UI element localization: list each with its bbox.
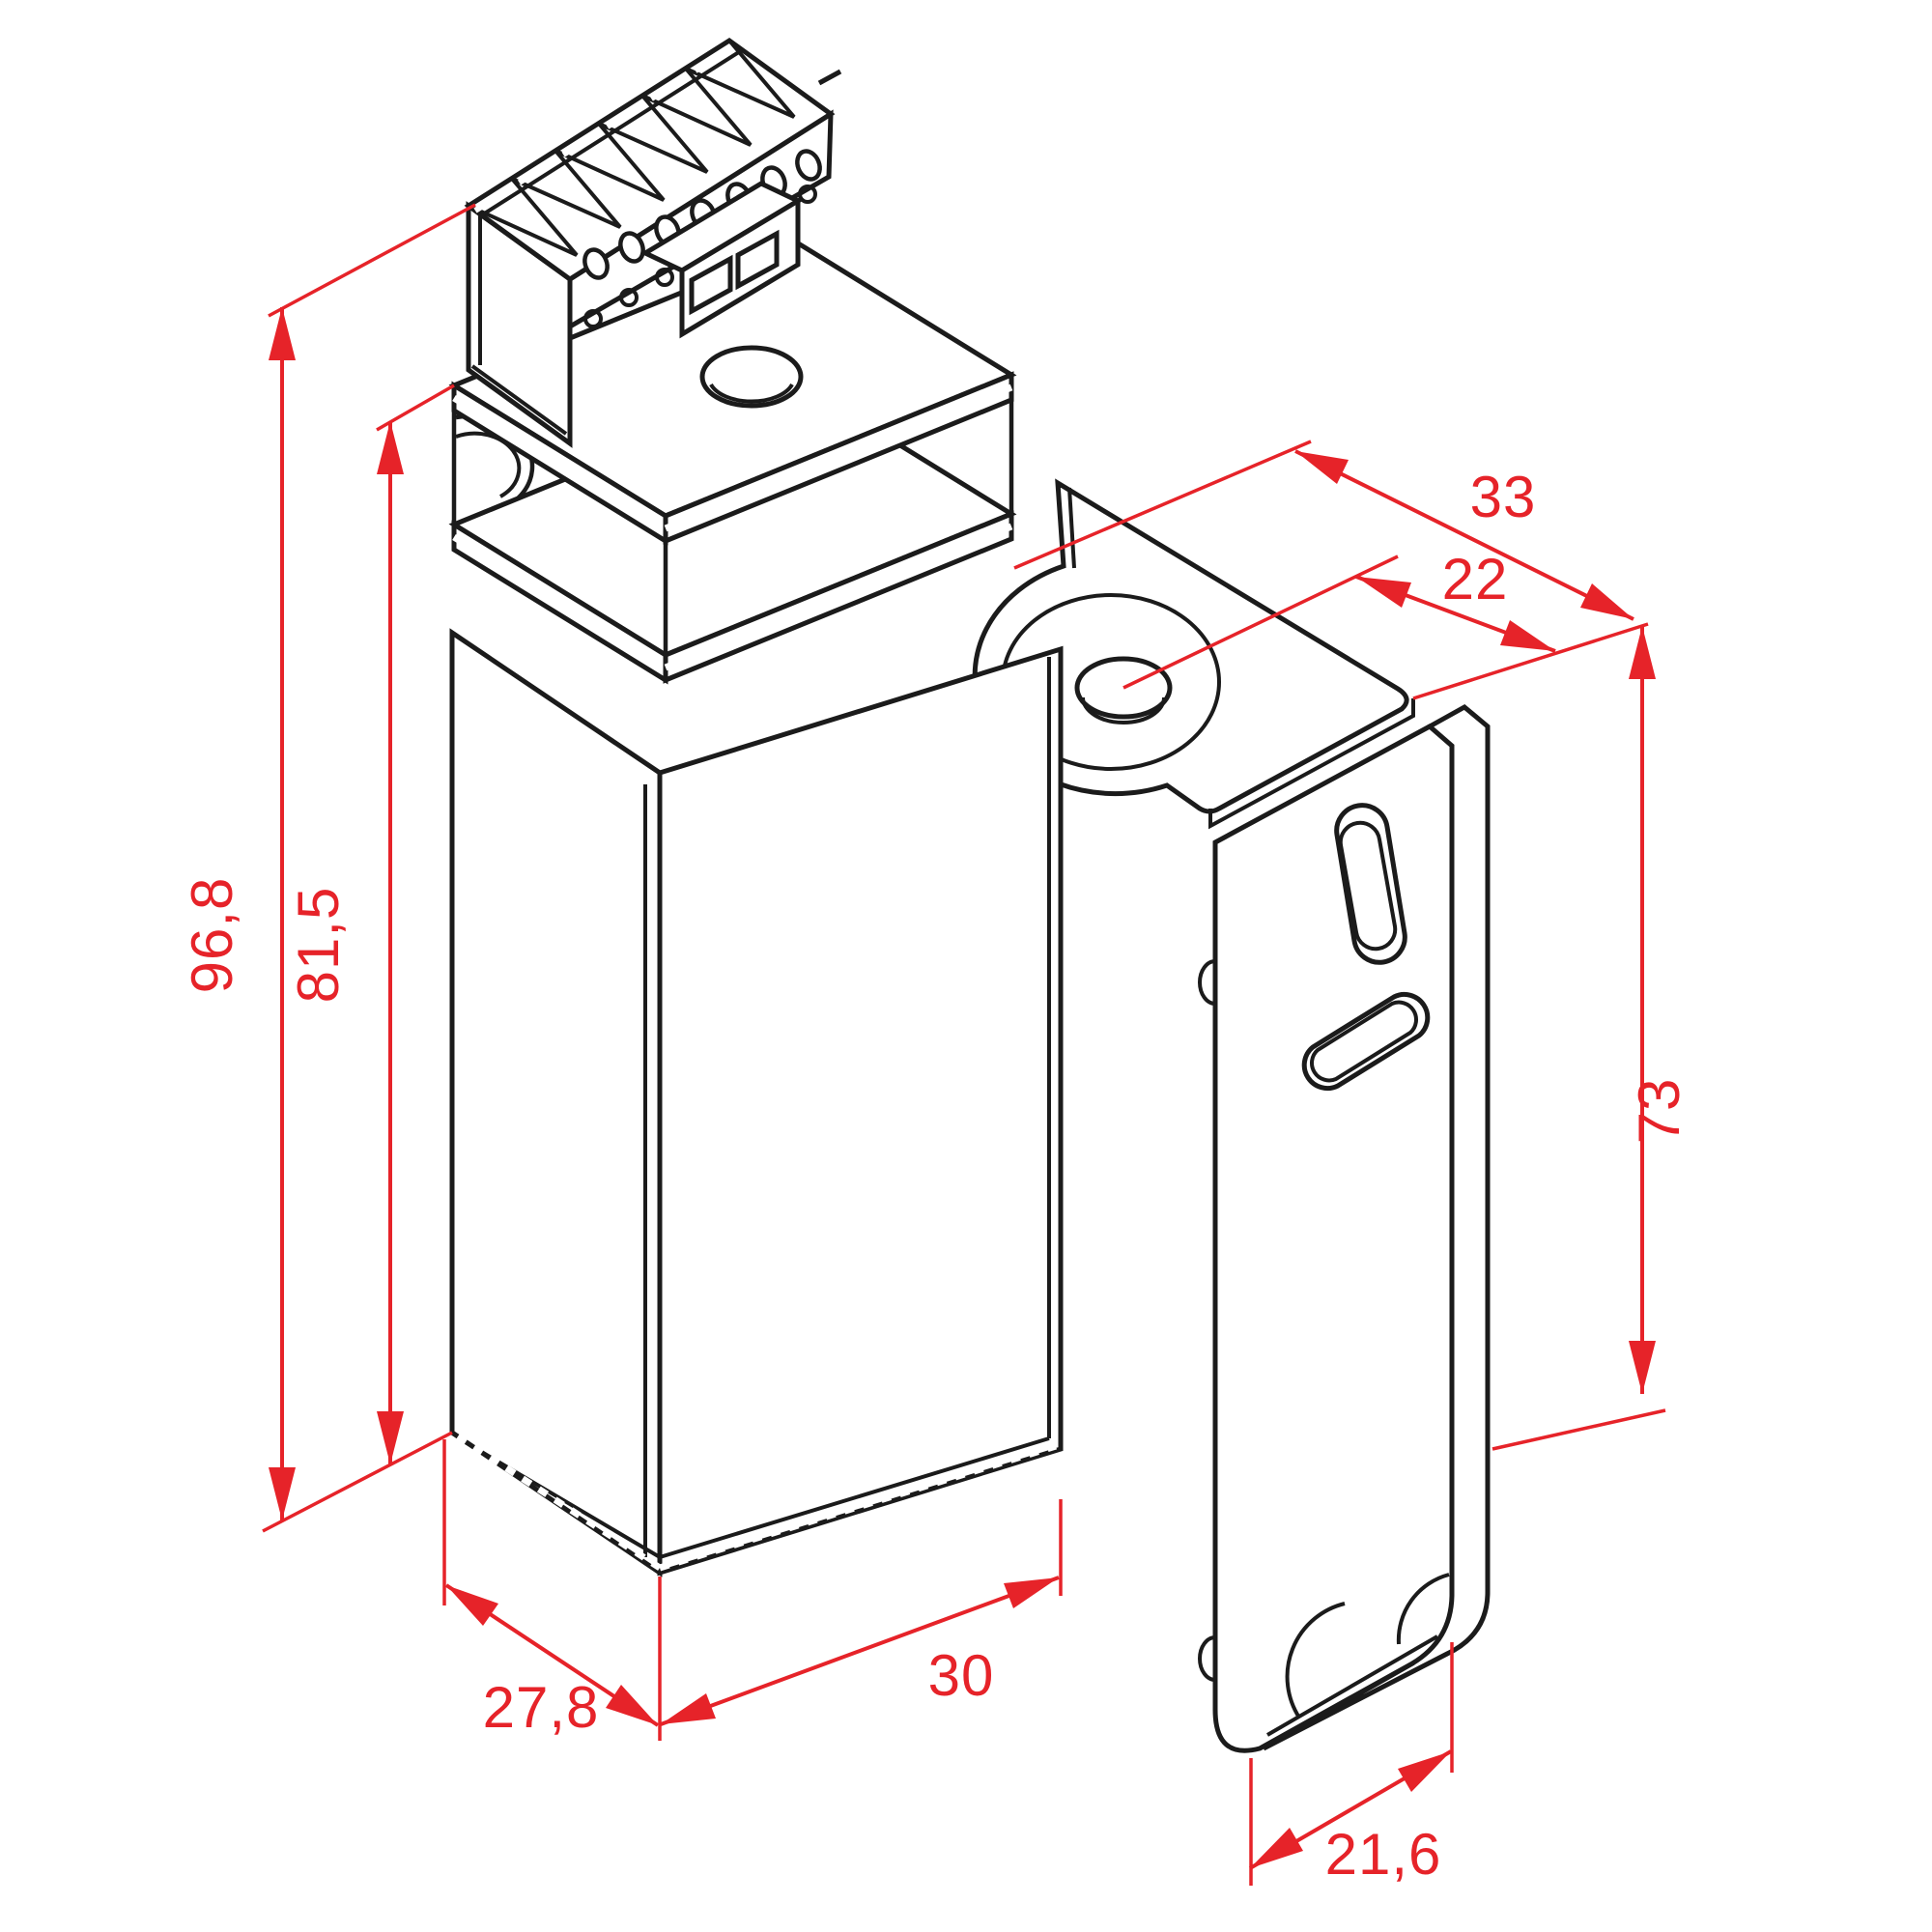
label-width: 30 (928, 1643, 995, 1708)
label-body-height: 81,5 (286, 887, 351, 1004)
flange-corner-columns (451, 398, 1014, 655)
bracket-relief-curve-left (1285, 1602, 1346, 1719)
bracket-plate-left-edge-inner (1067, 487, 1076, 569)
top-plate-front-right-edge (663, 371, 1014, 545)
label-total-height: 96,8 (180, 877, 244, 994)
top-plate-hole (699, 345, 804, 409)
stray-tick (817, 69, 842, 86)
label-depth: 27,8 (483, 1675, 600, 1740)
bracket-slot-diagonal (1301, 991, 1431, 1092)
label-hole-center-offset: 22 (1442, 547, 1509, 611)
terminal-rail-window-2 (735, 229, 780, 291)
dimension-labels: 96,8 81,5 27,8 30 33 22 73 21,6 (180, 465, 1691, 1887)
bracket-plate-thickness (1208, 698, 1415, 830)
terminal-block-front-inner (470, 214, 568, 436)
label-bracket-height: 73 (1627, 1078, 1691, 1145)
bracket-face-bottom-inner (1265, 1634, 1439, 1737)
top-plate (448, 242, 1017, 546)
bracket-slot-vertical-depth (1338, 820, 1398, 952)
label-bracket-top-width: 33 (1470, 465, 1537, 529)
flange-front-right-edge (663, 510, 1014, 684)
terminal-block-back-edge-inner (481, 48, 744, 216)
dim-line-30 (660, 1576, 1060, 1726)
bracket-vertical-face (1212, 723, 1455, 1753)
body-left-face (449, 628, 663, 1577)
body-right-face (657, 645, 1064, 1577)
body-bottom-hatch (456, 1434, 1058, 1572)
label-bracket-depth: 21,6 (1325, 1822, 1442, 1887)
top-plate-hatch (452, 384, 1013, 532)
top-plate-hole-depth (709, 383, 794, 404)
dim-line-33 (1294, 449, 1634, 621)
terminal-block-top-lattice (468, 39, 796, 257)
extension-lines (262, 203, 1666, 1886)
flange-hatch (452, 523, 1013, 671)
bracket-relief-curve-right (1396, 1573, 1450, 1645)
bracket-edge-bump-1 (1198, 959, 1216, 1006)
device (448, 37, 1064, 1577)
bracket-hole-depth-arc (1081, 696, 1166, 724)
terminal-rail (639, 181, 804, 339)
device-body (449, 628, 1064, 1577)
terminal-block (464, 37, 842, 448)
bracket-edge-bump-2 (1198, 1635, 1216, 1682)
arrowheads (269, 307, 1656, 1868)
side-notch-arc-inner (455, 431, 522, 498)
mounting-bracket (972, 478, 1491, 1753)
terminal-rail-window-1 (689, 254, 733, 316)
bracket-slot-diagonal-depth (1310, 1000, 1418, 1083)
dimensions: 96,8 81,5 27,8 30 33 22 73 21,6 (180, 203, 1691, 1887)
